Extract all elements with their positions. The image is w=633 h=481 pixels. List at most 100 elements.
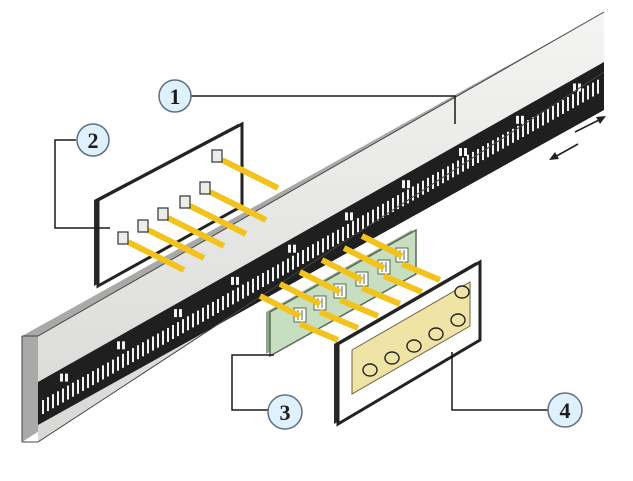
grating-slot bbox=[162, 330, 164, 345]
grating-slot bbox=[402, 192, 404, 207]
grating-slot bbox=[442, 169, 444, 184]
grating-slot bbox=[547, 108, 549, 123]
grating-slot bbox=[332, 232, 334, 247]
light-beam bbox=[342, 245, 386, 271]
main-scale bbox=[21, 11, 605, 443]
grating-slot bbox=[127, 350, 129, 365]
grating-slot bbox=[207, 304, 209, 319]
callout-2: 2 bbox=[76, 123, 110, 157]
grating-slot bbox=[97, 368, 99, 383]
grating-slot bbox=[167, 327, 169, 342]
reference-mark bbox=[65, 373, 68, 382]
grating-slot bbox=[287, 258, 289, 273]
callout-number: 2 bbox=[88, 128, 99, 153]
grating-slot bbox=[542, 111, 544, 126]
grating-slot bbox=[472, 151, 474, 166]
grating-slot bbox=[277, 264, 279, 279]
photodetector-cell bbox=[450, 313, 466, 327]
grating-slot bbox=[592, 82, 594, 97]
grating-slot bbox=[327, 235, 329, 250]
grating-slot bbox=[232, 290, 234, 305]
light-beam bbox=[258, 293, 302, 319]
grating-slot bbox=[112, 359, 114, 374]
grating-slot bbox=[577, 91, 579, 106]
grating-slot bbox=[477, 149, 479, 163]
light-emitter bbox=[137, 219, 149, 233]
light-beam bbox=[318, 309, 360, 331]
grating-slot bbox=[347, 224, 349, 238]
callout-circle bbox=[158, 79, 192, 113]
light-beam bbox=[298, 321, 340, 343]
grating-slot bbox=[107, 362, 109, 377]
grating-slot bbox=[527, 120, 529, 135]
grating-slot bbox=[482, 146, 484, 161]
grating-slot bbox=[397, 195, 399, 210]
reference-mark bbox=[288, 244, 291, 253]
grating-slot bbox=[582, 88, 584, 103]
grating-slot bbox=[317, 241, 319, 256]
grating-slot bbox=[447, 166, 449, 181]
photodetector-cell bbox=[362, 363, 378, 377]
grating-slots bbox=[42, 79, 599, 414]
grating-slot bbox=[227, 293, 229, 308]
light-beam bbox=[320, 257, 364, 283]
grating-slot bbox=[467, 154, 469, 169]
grating-slot bbox=[182, 319, 184, 334]
grating-slot bbox=[562, 99, 564, 114]
grating-slot bbox=[222, 296, 224, 311]
grating-slot bbox=[257, 275, 259, 290]
grating-slot bbox=[552, 105, 554, 120]
reference-mark bbox=[521, 115, 524, 124]
grating-slot bbox=[202, 307, 204, 322]
grating-slot bbox=[297, 252, 299, 267]
light-source-panel bbox=[94, 121, 280, 289]
grating-slot bbox=[532, 117, 534, 132]
grating-slot bbox=[522, 123, 524, 137]
grating-slot bbox=[312, 244, 314, 259]
grating-slot bbox=[92, 371, 94, 386]
grating-slot bbox=[247, 281, 249, 296]
grating-slot bbox=[242, 284, 244, 299]
grating-slot bbox=[62, 388, 64, 403]
light-beam bbox=[126, 239, 186, 273]
grating-slot bbox=[487, 143, 489, 158]
grating-slot bbox=[597, 79, 599, 94]
reference-mark bbox=[60, 373, 63, 382]
light-beam bbox=[360, 285, 402, 307]
grating-slot bbox=[407, 189, 409, 204]
light-beam bbox=[338, 297, 380, 319]
light-beam bbox=[208, 189, 268, 223]
grating-slot bbox=[122, 353, 124, 368]
grating-slot bbox=[77, 379, 79, 394]
grating-slot bbox=[492, 140, 494, 155]
reference-mark bbox=[179, 309, 182, 318]
grating-slot bbox=[132, 348, 134, 363]
grating-slot bbox=[362, 215, 364, 230]
grating-slot bbox=[387, 200, 389, 215]
light-beam bbox=[278, 281, 322, 307]
grating-slot bbox=[102, 365, 104, 380]
light-beam bbox=[382, 273, 424, 295]
grating-slot bbox=[502, 134, 504, 149]
reference-mark bbox=[231, 276, 234, 285]
callout-1: 1 bbox=[158, 79, 192, 113]
grating-slot bbox=[52, 394, 54, 409]
reference-mark bbox=[350, 212, 353, 221]
grating-slot bbox=[587, 85, 589, 100]
grating-slot bbox=[137, 345, 139, 360]
grating-slot bbox=[157, 333, 159, 348]
reference-mark bbox=[516, 115, 519, 124]
grating-slot bbox=[177, 322, 179, 337]
leader-line-3 bbox=[231, 354, 274, 411]
grating-slot bbox=[572, 94, 574, 109]
reference-mark bbox=[174, 309, 177, 318]
grating-slot bbox=[432, 174, 434, 189]
light-beam bbox=[188, 203, 248, 237]
grating-slot bbox=[517, 125, 519, 140]
light-beam bbox=[146, 227, 206, 261]
transmitted-beams bbox=[258, 233, 442, 343]
callout-number: 4 bbox=[560, 398, 571, 423]
light-emitter bbox=[211, 149, 223, 163]
